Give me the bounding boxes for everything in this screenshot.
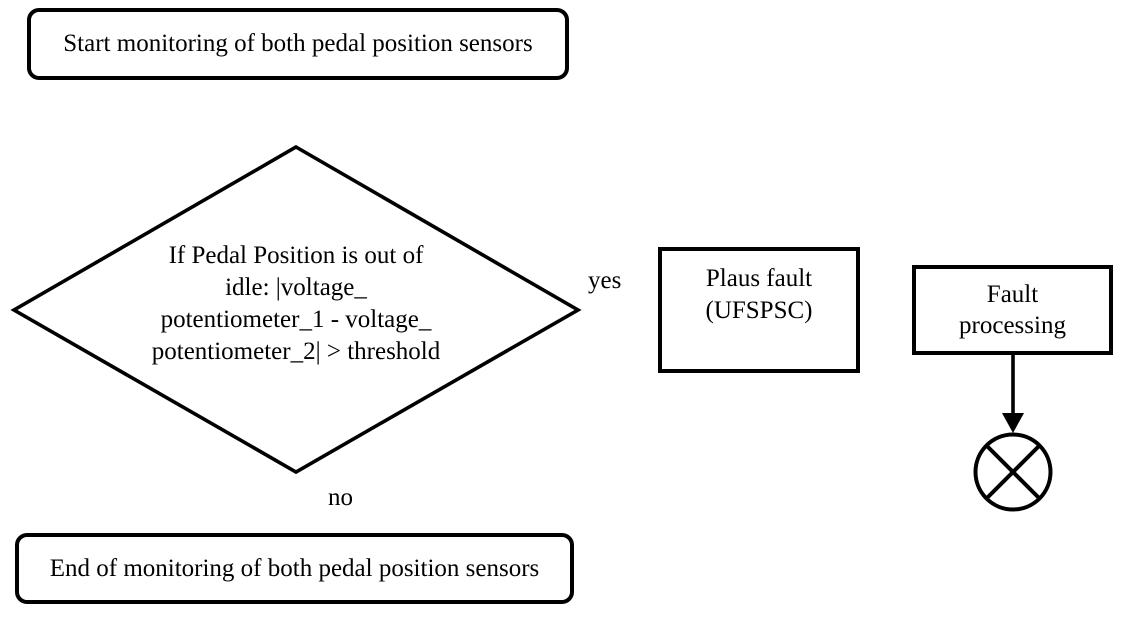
plaus-fault-line: Plaus fault	[705, 265, 813, 292]
start-node: Start monitoring of both pedal position …	[27, 8, 569, 80]
decision-line: potentiometer_2| > threshold	[151, 338, 441, 365]
decision-line: If Pedal Position is out of	[168, 242, 424, 269]
decision-diamond-shape	[10, 144, 582, 475]
fault-processing-line: processing	[959, 312, 1066, 339]
decision-line: idle: |voltage_	[225, 274, 367, 301]
plaus-fault-line: (UFSPSC)	[705, 297, 813, 324]
end-node: End of monitoring of both pedal position…	[15, 533, 574, 604]
fault-processing-node: Fault processing	[912, 265, 1113, 355]
crossed-circle-icon	[973, 432, 1053, 512]
start-node-label: Start monitoring of both pedal position …	[63, 30, 533, 57]
end-node-label: End of monitoring of both pedal position…	[49, 554, 540, 582]
plaus-fault-node: Plaus fault (UFSPSC)	[658, 247, 860, 373]
fault-processing-line: Fault	[986, 281, 1039, 308]
no-edge-label: no	[328, 484, 353, 511]
arrow-down-head	[1002, 413, 1024, 433]
decision-line: potentiometer_1 - voltage_	[160, 306, 432, 333]
yes-edge-label: yes	[588, 267, 622, 294]
decision-node-text: If Pedal Position is out of idle: |volta…	[76, 240, 516, 368]
